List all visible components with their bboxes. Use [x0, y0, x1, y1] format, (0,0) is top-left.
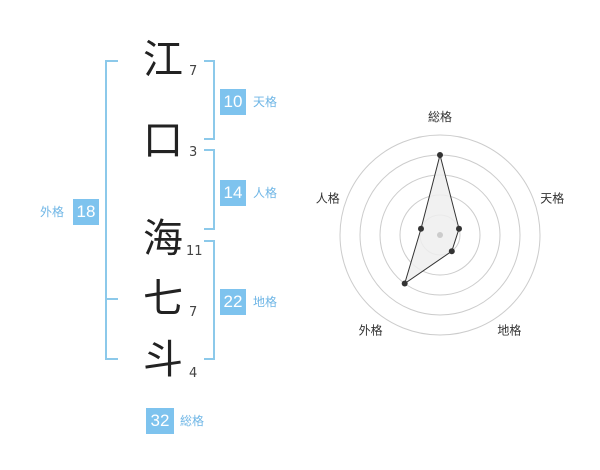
tenkaku-label: 天格: [253, 95, 278, 109]
stroke-count-2: 3: [189, 145, 198, 160]
radar-point-2: [456, 225, 462, 232]
stroke-count-3: 11: [186, 244, 203, 259]
radar-axis-label: 外格: [359, 323, 383, 338]
tenkaku-value-badge: 10: [220, 89, 246, 115]
radar-center-dot: [437, 232, 443, 238]
radar-point-5: [418, 225, 424, 232]
kanji-char-1: 江: [143, 37, 183, 83]
stroke-count-1: 7: [189, 64, 198, 79]
chikaku-value-badge: 22: [220, 289, 246, 315]
radar-axis-label: 人格: [316, 191, 340, 206]
kanji-char-2: 口: [143, 118, 183, 164]
radar-axis-label: 天格: [540, 191, 564, 206]
gaikaku-value-badge: 18: [73, 199, 99, 225]
radar-point-4: [401, 280, 408, 287]
soukaku-label: 総格: [180, 414, 205, 428]
soukaku-value-badge: 32: [146, 408, 174, 434]
chikaku-label: 地格: [253, 295, 278, 309]
radar-axis-label: 総格: [428, 109, 452, 124]
radar-value-area: [403, 154, 460, 285]
kanji-char-5: 斗: [143, 337, 183, 383]
jinkaku-label: 人格: [253, 186, 278, 200]
radar-point-3: [448, 248, 455, 255]
kanji-char-4: 七: [143, 276, 183, 322]
radar-axis-label: 地格: [497, 323, 521, 338]
stroke-count-4: 7: [189, 305, 198, 320]
gaikaku-label: 外格: [40, 205, 65, 219]
radar-grid-ring: [339, 134, 541, 336]
kanji-char-3: 海: [143, 216, 183, 262]
jinkaku-value-badge: 14: [220, 180, 246, 206]
radar-point-1: [437, 152, 443, 158]
stroke-count-5: 4: [189, 366, 198, 381]
